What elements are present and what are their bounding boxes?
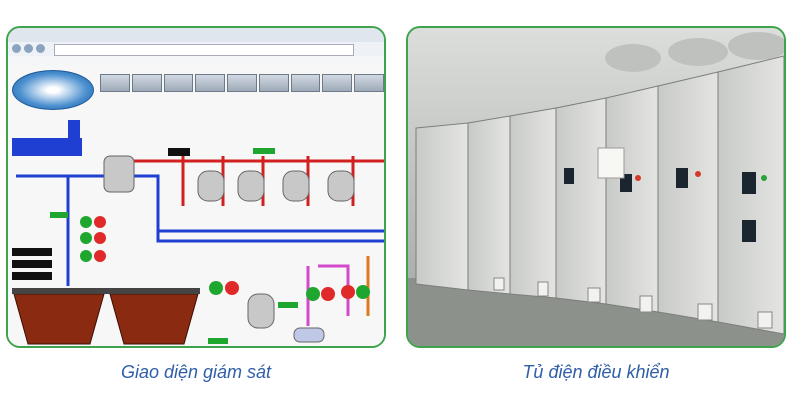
pump-icon	[306, 287, 320, 301]
tank-icon	[293, 327, 325, 343]
vent-icon	[493, 277, 505, 291]
caption-monitoring-interface: Giao diện giám sát	[120, 362, 272, 382]
meter-icon	[742, 172, 756, 194]
indicator-light-icon	[50, 212, 68, 218]
menu-tab	[163, 74, 194, 92]
back-icon	[12, 44, 21, 53]
menu-tab	[258, 74, 289, 92]
cabinet-door	[657, 71, 719, 323]
indicator-light-icon	[278, 302, 298, 308]
caption-control-cabinet: Tủ điện điều khiển	[522, 362, 670, 382]
tank-icon	[237, 170, 265, 202]
pump-icon	[225, 281, 239, 295]
fan-cap	[728, 32, 784, 60]
forward-icon	[24, 44, 33, 53]
pump-icon	[80, 250, 92, 262]
tank-icon	[282, 170, 310, 202]
level-gauge-icon	[68, 120, 80, 138]
fan-cap	[668, 38, 728, 66]
menu-tab	[227, 74, 257, 92]
indicator-light-icon	[635, 175, 641, 181]
settling-basin-icon	[109, 293, 199, 345]
cabinet-door	[467, 115, 511, 295]
vent-icon	[757, 311, 773, 329]
cabinet-door	[605, 85, 659, 313]
blue-pipe	[16, 174, 384, 286]
cabinet-door	[717, 55, 784, 335]
settling-basin-icon	[13, 293, 105, 345]
value-box	[12, 272, 52, 280]
browser-title-bar	[8, 28, 384, 42]
menu-tab	[131, 74, 162, 92]
menu-tab	[100, 74, 130, 92]
indicator-light-icon	[695, 171, 701, 177]
indicator-light-icon	[761, 175, 767, 181]
pump-icon	[80, 232, 92, 244]
pump-icon	[356, 285, 370, 299]
cabinet-photo	[408, 28, 784, 346]
scada-screen	[8, 66, 384, 346]
cabinet-door	[509, 107, 557, 299]
monitoring-interface-image	[6, 26, 386, 348]
fan-cap	[605, 44, 661, 72]
menu-tab	[290, 74, 321, 92]
vent-icon	[587, 287, 601, 303]
tank-icon	[327, 170, 355, 202]
pump-icon	[94, 216, 106, 228]
vent-icon	[697, 303, 713, 321]
indicator-light-icon	[208, 338, 228, 344]
vent-icon	[537, 281, 549, 297]
cabinet-door	[415, 122, 469, 291]
menu-tab	[322, 74, 353, 92]
cabinet-door	[555, 97, 607, 305]
indicator-light-icon	[253, 148, 275, 154]
tank-icon	[197, 170, 225, 202]
browser-address-bar	[8, 42, 384, 56]
basin-rail	[12, 288, 200, 294]
process-diagram	[12, 120, 384, 345]
value-box	[168, 148, 190, 156]
water-tank-icon	[12, 138, 82, 156]
pump-icon	[321, 287, 335, 301]
meter-icon	[742, 220, 756, 242]
tank-icon	[247, 293, 275, 329]
pump-icon	[94, 232, 106, 244]
vent-icon	[639, 295, 653, 313]
value-box	[12, 260, 52, 268]
menu-tab	[354, 74, 384, 92]
control-cabinet-image	[406, 26, 786, 348]
tank-icon	[103, 155, 135, 193]
logo-icon	[12, 70, 94, 110]
pump-icon	[94, 250, 106, 262]
pump-icon	[209, 281, 223, 295]
meter-icon	[564, 168, 574, 184]
pump-icon	[80, 216, 92, 228]
scada-menu	[100, 74, 384, 92]
menu-tab	[195, 74, 226, 92]
paper-notice	[597, 147, 625, 179]
bookmarks-bar	[8, 56, 384, 66]
meter-icon	[676, 168, 688, 188]
value-box	[12, 248, 52, 256]
url-field	[54, 44, 354, 56]
pump-icon	[341, 285, 355, 299]
reload-icon	[36, 44, 45, 53]
